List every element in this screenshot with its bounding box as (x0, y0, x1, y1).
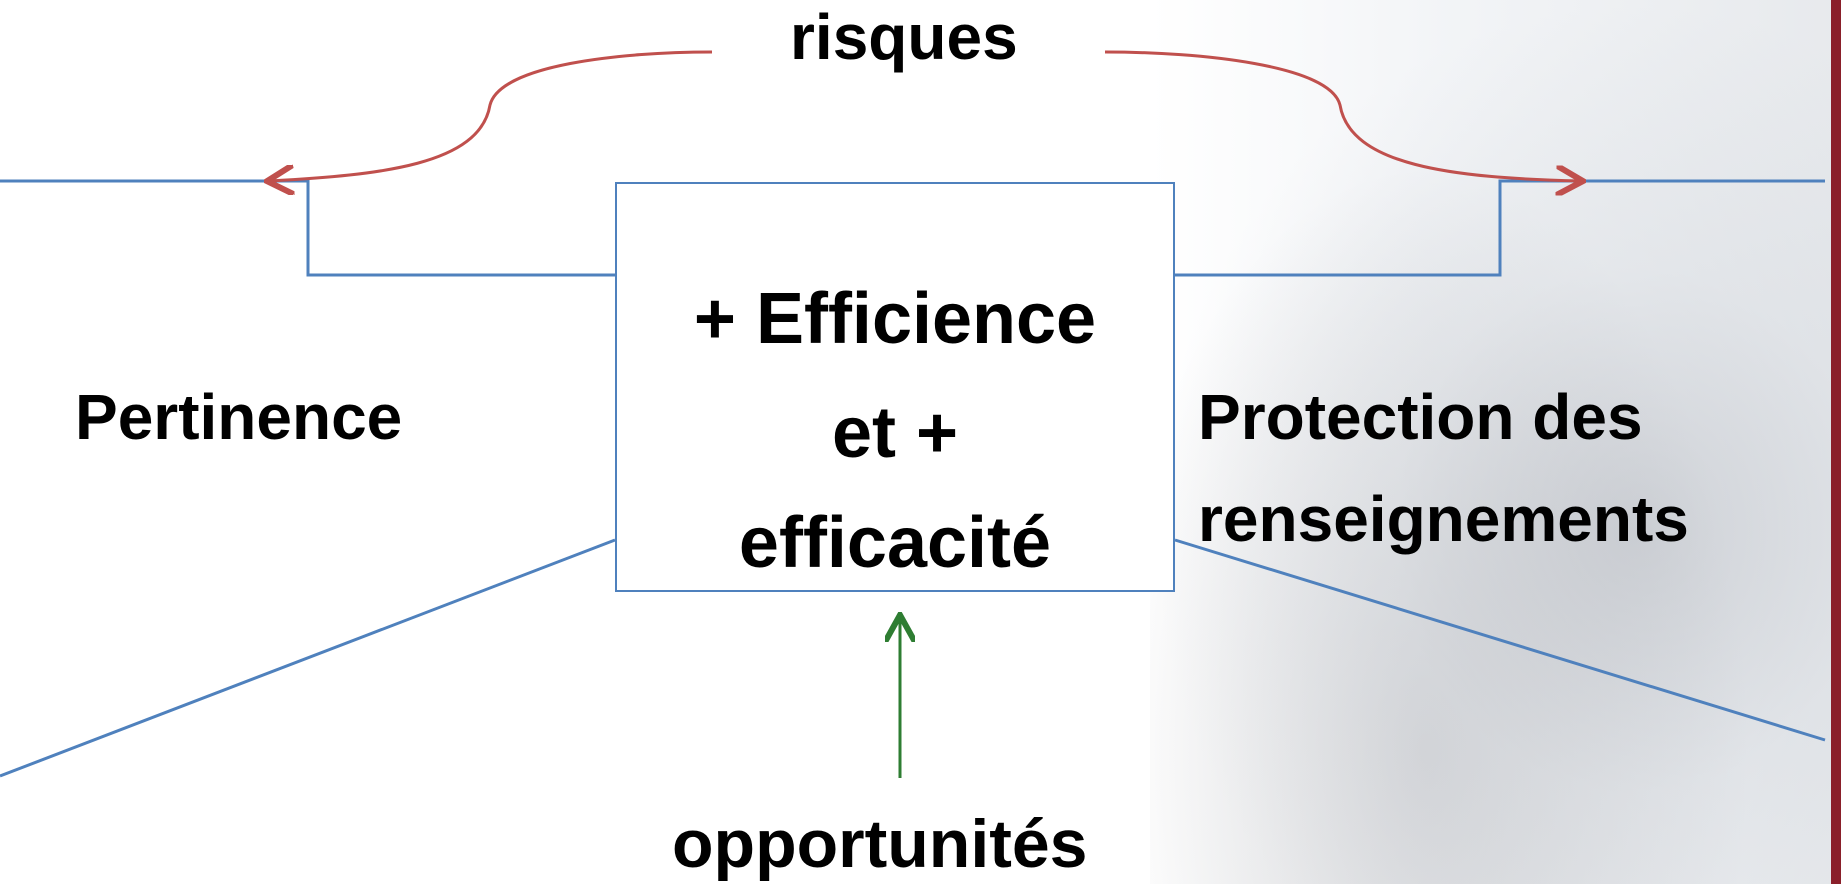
center-line-3: efficacité (738, 503, 1052, 583)
risks-label: risques (790, 1, 1018, 73)
slide-accent-bar (1831, 0, 1841, 884)
background-photo (1150, 0, 1841, 884)
left-bracket-line (0, 179, 615, 277)
center-line-2: et + (831, 393, 959, 473)
relevance-label: Pertinence (75, 381, 403, 453)
risk-arrow-right (1104, 50, 1580, 181)
protection-label-line1: Protection des (1198, 381, 1643, 453)
right-diagonal-line (1174, 538, 1826, 742)
risk-arrow-left (270, 50, 713, 181)
center-line-1: + Efficience (693, 279, 1097, 359)
opportunities-label: opportunités (672, 806, 1088, 882)
left-diagonal-line (0, 538, 616, 778)
protection-label-line2: renseignements (1198, 483, 1689, 555)
center-box (615, 182, 1175, 592)
right-bracket-line (1175, 179, 1825, 277)
